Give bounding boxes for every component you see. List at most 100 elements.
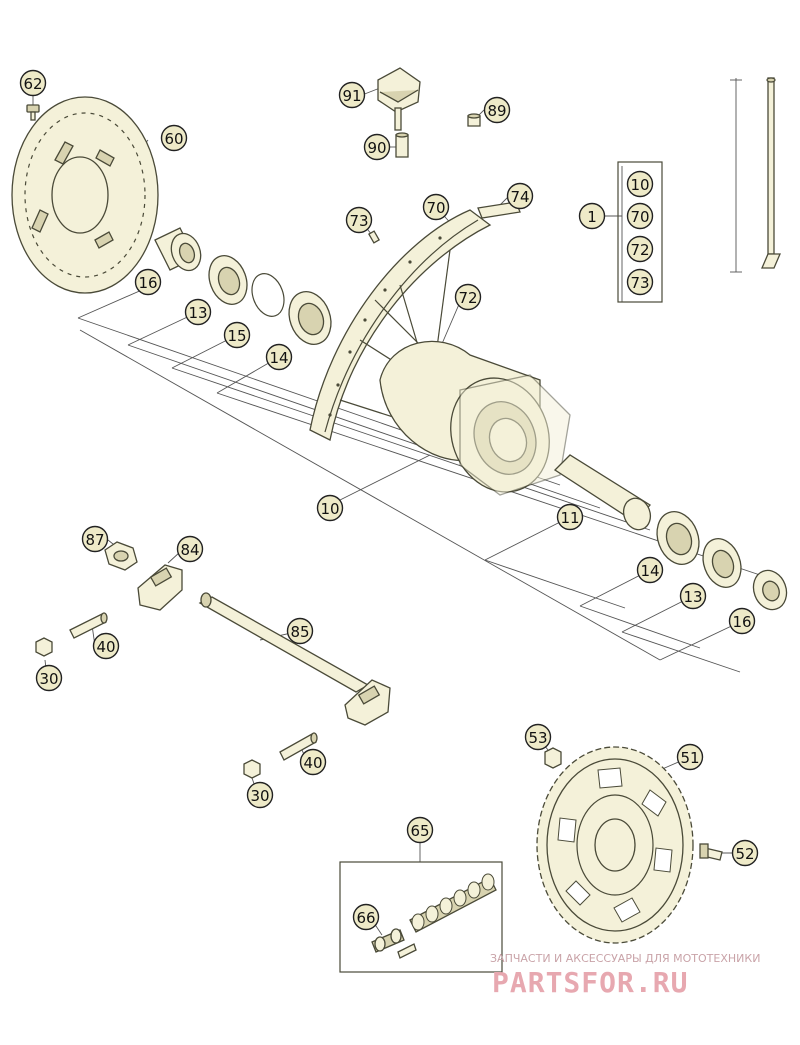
sprocket-bolt — [699, 843, 723, 861]
chain-master-link — [371, 928, 417, 959]
kit-callout-72: 72 — [626, 235, 654, 263]
callout-label: 14 — [640, 562, 659, 580]
spoke-nipple — [368, 230, 380, 244]
callout-label: 73 — [630, 274, 649, 292]
callout-label: 89 — [487, 102, 506, 120]
callout-label: 62 — [23, 75, 42, 93]
callout-72: 72 — [454, 283, 482, 311]
callout-label: 30 — [250, 787, 269, 805]
callout-91: 91 — [338, 81, 366, 109]
callout-1: 1 — [578, 202, 606, 230]
wheel-rim — [309, 209, 492, 441]
callout-label: 40 — [96, 638, 115, 656]
callout-62: 62 — [19, 69, 47, 97]
callout-label: 73 — [349, 212, 368, 230]
callout-label: 10 — [630, 176, 649, 194]
callout-label: 60 — [164, 130, 183, 148]
watermark-brand: PARTSFOR.RU — [492, 966, 688, 999]
wheel-hub — [379, 340, 571, 496]
adjuster-bolt-left — [69, 612, 108, 639]
callout-label: 13 — [683, 588, 702, 606]
callout-14-upper: 14 — [265, 343, 293, 371]
axle-nut — [104, 541, 138, 571]
rim-lock — [377, 67, 421, 131]
callout-65: 65 — [406, 816, 434, 844]
chain-adjuster-right — [344, 679, 391, 726]
axle — [198, 592, 370, 693]
callout-label: 10 — [320, 500, 339, 518]
bearing-left — [288, 291, 332, 345]
callout-label: 84 — [180, 541, 199, 559]
kit-callout-73: 73 — [626, 268, 654, 296]
distance-sleeve — [553, 454, 652, 531]
callout-label: 30 — [39, 670, 58, 688]
adjuster-nut-right — [243, 759, 261, 779]
callout-53: 53 — [524, 723, 552, 751]
callout-label: 53 — [528, 729, 547, 747]
callout-label: 87 — [85, 531, 104, 549]
kit-callout-70: 70 — [626, 202, 654, 230]
circlip — [251, 273, 285, 317]
callout-label: 1 — [587, 208, 597, 226]
callout-label: 72 — [458, 289, 477, 307]
callout-16-lower: 16 — [728, 607, 756, 635]
chain-section — [409, 873, 497, 933]
callout-30-left: 30 — [35, 664, 63, 692]
callout-16-upper: 16 — [134, 268, 162, 296]
callout-51: 51 — [676, 743, 704, 771]
callout-60: 60 — [160, 124, 188, 152]
callout-84: 84 — [176, 535, 204, 563]
callout-label: 70 — [426, 199, 445, 217]
kit-callout-10: 10 — [626, 170, 654, 198]
rim-tape — [477, 201, 521, 219]
brake-disc — [11, 96, 159, 294]
callout-label: 91 — [342, 87, 361, 105]
callout-89: 89 — [483, 96, 511, 124]
callout-40-left: 40 — [92, 632, 120, 660]
valve-nut — [395, 132, 409, 158]
callout-label: 52 — [735, 845, 754, 863]
chain-box — [339, 861, 503, 973]
seal-ring-left — [208, 255, 248, 305]
seal-ring-right — [702, 538, 742, 588]
callout-74: 74 — [506, 182, 534, 210]
adjuster-bolt-right — [279, 732, 318, 761]
callout-87: 87 — [81, 525, 109, 553]
callout-14-lower: 14 — [636, 556, 664, 584]
callout-label: 16 — [732, 613, 751, 631]
callout-66: 66 — [352, 903, 380, 931]
callout-label: 65 — [410, 822, 429, 840]
callout-label: 85 — [290, 623, 309, 641]
callout-label: 70 — [630, 208, 649, 226]
callout-label: 51 — [680, 749, 699, 767]
callout-11: 11 — [556, 503, 584, 531]
watermark: ЗАПЧАСТИ И АКСЕССУАРЫ ДЛЯ МОТОТЕХНИКИ PA… — [490, 952, 760, 999]
callout-label: 14 — [269, 349, 288, 367]
callout-15: 15 — [223, 321, 251, 349]
rear-sprocket — [536, 746, 694, 944]
callout-label: 16 — [138, 274, 157, 292]
callout-70: 70 — [422, 193, 450, 221]
callout-73: 73 — [345, 206, 373, 234]
callout-label: 74 — [510, 188, 529, 206]
callout-label: 40 — [303, 754, 322, 772]
watermark-tagline: ЗАПЧАСТИ И АКСЕССУАРЫ ДЛЯ МОТОТЕХНИКИ — [490, 952, 760, 965]
spoke — [730, 77, 781, 273]
valve-cap — [467, 113, 481, 127]
callout-label: 11 — [560, 509, 579, 527]
disc-bolt — [26, 104, 40, 121]
callout-label: 90 — [367, 139, 386, 157]
callout-10: 10 — [316, 494, 344, 522]
adjuster-nut-left — [35, 637, 53, 657]
callout-40-right: 40 — [299, 748, 327, 776]
chain-adjuster-left — [137, 564, 183, 611]
callout-label: 13 — [188, 304, 207, 322]
callout-90: 90 — [363, 133, 391, 161]
callout-label: 72 — [630, 241, 649, 259]
sprocket-nut — [544, 747, 562, 769]
callout-30-right: 30 — [246, 781, 274, 809]
callout-85: 85 — [286, 617, 314, 645]
callout-label: 66 — [356, 909, 375, 927]
spacer-left — [154, 227, 202, 272]
